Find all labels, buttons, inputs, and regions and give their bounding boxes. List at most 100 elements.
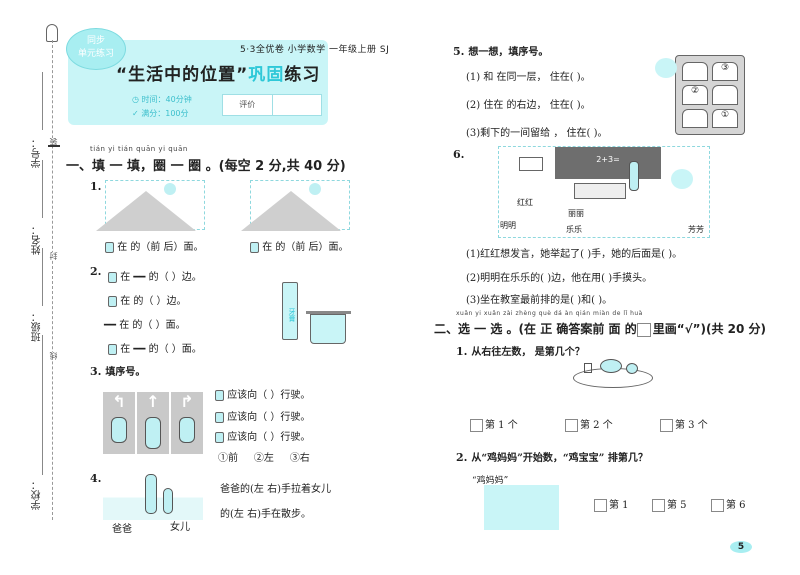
s2q1-num: 1. xyxy=(456,345,468,358)
teacher-desk xyxy=(574,183,626,199)
apartment-building: ③ ② ① xyxy=(675,55,745,135)
option-label: 第 1 xyxy=(609,500,629,511)
hen-mother-caption: “鸡妈妈” xyxy=(472,476,509,486)
q5-num: 5. xyxy=(453,45,465,58)
checkbox[interactable] xyxy=(660,419,673,432)
mountain-scene-1 xyxy=(96,180,205,231)
q6-line-1: (1)红红想发言，她举起了( )手，她的后面是( )。 xyxy=(466,249,683,260)
eval-field[interactable] xyxy=(273,95,322,115)
checkbox[interactable] xyxy=(470,419,483,432)
s2q2-option-1[interactable]: 第 1 xyxy=(594,496,629,512)
wall-frame xyxy=(519,157,543,171)
question-number: 1. xyxy=(90,180,102,193)
room-2: ③ xyxy=(712,62,738,82)
option-front: ①前 xyxy=(218,453,238,464)
option-label: 第 1 个 xyxy=(485,420,518,431)
unit-badge: 同步 单元练习 xyxy=(66,28,126,70)
cabbage-icon xyxy=(600,359,622,373)
checkbox-sample xyxy=(636,322,651,337)
name-fangfang: 芳芳 xyxy=(688,225,704,234)
toothpaste-illustration: 牙膏 xyxy=(282,282,298,340)
evaluation-box: 评价 xyxy=(222,94,322,116)
s2q2-num: 2. xyxy=(456,451,468,464)
walking-illustration xyxy=(103,470,203,520)
line-text: 应该向（ ）行驶。 xyxy=(227,412,311,423)
q6-line-2: (2)明明在乐乐的( )边，他在用( )手摸头。 xyxy=(466,273,653,284)
tree-icon xyxy=(655,58,677,78)
car-icon xyxy=(215,432,224,443)
tree-icon xyxy=(309,183,321,195)
time-text: 时间：40分钟 xyxy=(141,95,192,104)
q4-line-2: 的(左 右)手在散步。 xyxy=(220,509,311,520)
title-suffix: 里画“√”)(共 20 分) xyxy=(652,322,767,336)
option-right: ③右 xyxy=(289,453,310,464)
option-label: 第 6 xyxy=(726,500,746,511)
q5-line-2: (2) 住在 的右边， 住在( )。 xyxy=(466,100,591,111)
school-line xyxy=(42,335,43,475)
q1-caption-2: 在 的（前 后）面。 xyxy=(250,238,349,253)
road-lane-right: ↱ xyxy=(171,392,203,454)
badge-line: 同步 xyxy=(86,36,105,46)
caption-text: 在 的（前 后）面。 xyxy=(117,242,204,253)
eval-label: 评价 xyxy=(223,95,273,115)
line-text: 在 ━━ 的（ ）面。 xyxy=(120,344,202,355)
question-number: 5. 想一想，填序号。 xyxy=(453,43,548,58)
father-figure xyxy=(145,474,157,514)
name-line xyxy=(42,160,43,218)
van-icon xyxy=(215,412,224,423)
checkbox[interactable] xyxy=(594,499,607,512)
s2q1-option-3[interactable]: 第 3 个 xyxy=(660,416,708,432)
student-id-line xyxy=(42,72,43,130)
school-label: 学校： xyxy=(32,480,43,510)
plant-icon xyxy=(671,169,693,189)
car-icon xyxy=(179,417,195,443)
s2q2-option-2[interactable]: 第 5 xyxy=(652,496,687,512)
score-label: ✓ 满分：100分 xyxy=(132,109,189,118)
line-text: 应该向（ ）行驶。 xyxy=(227,390,311,401)
score-text: 满分：100分 xyxy=(141,109,189,118)
q5-title: 想一想，填序号。 xyxy=(468,47,549,58)
q3-title: 填序号。 xyxy=(105,367,146,378)
time-label: ◷ 时间：40分钟 xyxy=(132,95,192,104)
toothpaste-icon xyxy=(108,272,117,283)
q4-line-1: 爸爸的(左 右)手拉着女儿 xyxy=(220,484,331,495)
title-prefix: “生活中的位置” xyxy=(116,65,249,85)
room-5 xyxy=(682,108,708,128)
line-text: 在 ━━ 的（ ）边。 xyxy=(120,272,202,283)
q3-options: ①前 ②左 ③右 xyxy=(218,449,310,464)
caption-text: 在 的（前 后）面。 xyxy=(262,242,349,253)
car-icon xyxy=(215,390,224,401)
turtle-icon xyxy=(105,242,114,253)
teacher-figure xyxy=(629,161,639,191)
page-number: 5 xyxy=(730,541,752,553)
s2q1-question: 从右往左数， 是第几个？ xyxy=(471,347,585,358)
turn-left-arrow-icon: ↰ xyxy=(112,392,126,411)
q3-line-3: 应该向（ ）行驶。 xyxy=(215,428,310,443)
room-4 xyxy=(712,85,738,105)
checkbox[interactable] xyxy=(711,499,724,512)
daughter-figure xyxy=(163,488,173,514)
turn-right-arrow-icon: ↱ xyxy=(180,392,194,411)
mountain-scene-2 xyxy=(241,180,350,231)
name-honghong: 红红 xyxy=(517,198,533,207)
name-lele: 乐乐 xyxy=(566,225,582,234)
s2q2-question: 从“鸡妈妈”开始数，“鸡宝宝” 排第几？ xyxy=(471,453,648,464)
badge-line: 单元练习 xyxy=(77,49,114,59)
title-highlight: 巩固 xyxy=(248,65,285,85)
q3-num: 3. xyxy=(90,365,102,378)
children-game-illustration xyxy=(474,485,574,530)
title-prefix: 二、选 一 选 。(在 正 确答案前 面 的 xyxy=(434,322,637,336)
q2-line-1: 在 ━━ 的（ ）边。 xyxy=(108,268,202,283)
mountain-shape xyxy=(96,191,196,231)
cup-icon xyxy=(108,296,117,307)
option-label: 第 5 xyxy=(667,500,687,511)
road-lane-left: ↰ xyxy=(103,392,135,454)
title-suffix: 练习 xyxy=(284,65,321,85)
s2q2-option-3[interactable]: 第 6 xyxy=(711,496,746,512)
s2q1-option-1[interactable]: 第 1 个 xyxy=(470,416,518,432)
checkbox[interactable] xyxy=(565,419,578,432)
checkbox[interactable] xyxy=(652,499,665,512)
cup-icon xyxy=(584,363,592,373)
line-text: 在 的（ ）边。 xyxy=(120,296,187,307)
s2q1-option-2[interactable]: 第 2 个 xyxy=(565,416,613,432)
